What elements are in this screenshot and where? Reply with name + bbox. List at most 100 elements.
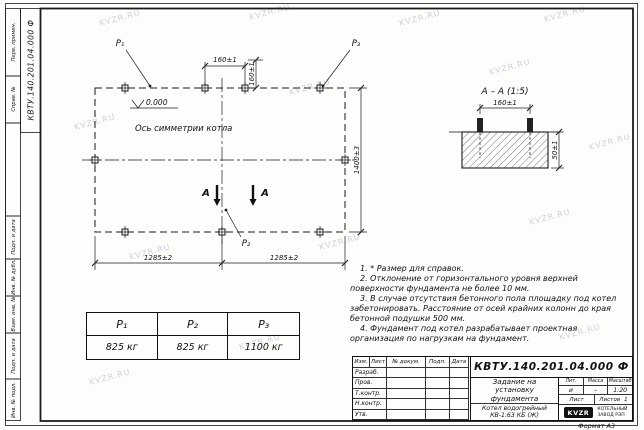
load-table-header-p2: P₂ <box>157 313 229 336</box>
title-block: Изм. Лист № докум. Подп. Дата Разраб. Пр… <box>352 356 633 421</box>
note-item: 1. * Размер для справок. <box>360 264 464 273</box>
margin-doc-number-box <box>20 8 41 133</box>
sheets-cell: Листов 1 <box>595 395 632 404</box>
load-table-header-p3: P₃ <box>228 313 299 336</box>
load-table-header-p1: P₁ <box>87 313 158 336</box>
margin-stamp-label: Инв. № дубл. <box>11 259 17 295</box>
section-cut-marks: А А <box>201 185 269 206</box>
load-table-value-p3: 1100 кг <box>244 342 283 353</box>
anchor-bolt-right <box>527 118 533 132</box>
company-name: КОТЕЛЬНЫЙ ЗАВОД РЭП <box>597 407 628 418</box>
document-title: Задание на установку фундамента <box>471 378 558 404</box>
elevation-value: 0.000 <box>146 98 168 107</box>
plan-right-dimension: 1400±3 <box>349 84 367 236</box>
titleblock-empty-cell <box>426 409 450 420</box>
titleblock-empty-cell <box>426 378 450 389</box>
titleblock-empty-cell <box>450 409 469 420</box>
titleblock-col-docnum: № докум. <box>387 357 426 368</box>
dim-span-left: 1285±2 <box>144 254 173 262</box>
watermark-text: KVZR.RU <box>248 2 291 22</box>
note-item: 2. Отклонение от горизонтального уровня … <box>350 274 578 293</box>
dim-bolt-horizontal: 160±1 <box>213 56 237 64</box>
product-name: Котел водогрейный КВ-1.63 КБ (Ж) <box>482 404 547 419</box>
section-a-a-detail: А – А (1:5) 160±1 50±1 <box>449 87 564 172</box>
load-point-labels: P₁ P₃ P₂ <box>116 39 361 249</box>
titleblock-empty-cell <box>387 367 426 378</box>
titleblock-col-podp: Подп. <box>426 357 450 368</box>
watermark-text: KVZR.RU <box>488 57 531 77</box>
load-values-table: P₁ P₂ P₃ 825 кг 825 кг 1100 кг <box>86 312 300 360</box>
titleblock-empty-cell <box>387 388 426 399</box>
titleblock-col-izm: Изм. <box>353 357 370 368</box>
watermark-text: KVZR.RU <box>318 232 361 252</box>
mass-label: Масса <box>583 378 609 386</box>
anchor-bolt-left <box>477 118 483 132</box>
section-title: А – А (1:5) <box>481 87 529 97</box>
margin-stamp-boxes: Перв. примен. Справ. № Подп. и дата Инв.… <box>5 8 41 421</box>
title-block-signature-grid: Изм. Лист № докум. Подп. Дата Разраб. Пр… <box>353 357 471 420</box>
note-item: 4. Фундамент под котел разрабатывает про… <box>350 324 578 343</box>
scale-value: 1:20 <box>608 386 633 395</box>
note-item: 3. В случае отсутствия бетонного пола пл… <box>350 294 617 323</box>
titleblock-empty-cell <box>426 399 450 410</box>
plan-top-dimensions: 160±1 160±1 <box>201 56 263 92</box>
watermark-text: KVZR.RU <box>398 8 441 28</box>
margin-stamp-label: Подп. и дата <box>11 338 17 373</box>
titleblock-empty-cell <box>426 367 450 378</box>
watermark-text: KVZR.RU <box>288 77 331 97</box>
lit-value: и <box>559 386 584 395</box>
drawing-frame <box>39 7 634 422</box>
scale-label: Масштаб <box>608 379 633 386</box>
titleblock-row-nkontr: Н.контр. <box>353 399 387 410</box>
plan-bottom-dimensions: 1285±2 1285±2 <box>91 236 349 270</box>
mass-value: – <box>583 386 609 395</box>
margin-stamp-label: Инв. № подл. <box>11 382 17 418</box>
technical-notes: 1. * Размер для справок. 2. Отклонение о… <box>350 264 632 344</box>
margin-stamp-label: Справ. № <box>11 86 17 111</box>
kvzr-logo-text: KVZR <box>567 408 590 417</box>
titleblock-row-prov: Пров. <box>353 378 387 389</box>
titleblock-empty-cell <box>450 399 469 410</box>
titleblock-empty-cell <box>387 378 426 389</box>
titleblock-row-razrab: Разраб. <box>353 367 387 378</box>
plan-p1-label: P₁ <box>116 39 125 49</box>
title-block-right: КВТУ.140.201.04.000 Ф Задание на установ… <box>471 357 633 420</box>
titleblock-empty-cell <box>387 409 426 420</box>
concrete-pad-section <box>461 131 549 169</box>
watermark-text: KVZR.RU <box>588 132 631 152</box>
margin-stamp-label: Взам. инв. № <box>11 296 17 331</box>
titleblock-empty-cell <box>426 388 450 399</box>
titleblock-empty-cell <box>450 367 469 378</box>
margin-doc-number: КВТУ.140.201.04.000 Ф <box>27 19 36 120</box>
titleblock-empty-cell <box>450 378 469 389</box>
dim-span-right: 1285±2 <box>270 254 299 262</box>
titleblock-empty-cell <box>450 388 469 399</box>
watermark-text: KVZR.RU <box>528 207 571 227</box>
dim-depth: 1400±3 <box>353 146 361 174</box>
kvzr-logo: KVZR <box>563 407 594 418</box>
margin-stamp-label: Подп. и дата <box>11 219 17 254</box>
sheet-label: Лист <box>559 395 595 404</box>
elevation-mark: 0.000 <box>130 98 178 109</box>
section-letter-left: А <box>201 188 210 199</box>
titleblock-col-data: Дата <box>450 357 469 368</box>
dim-section-bolts: 160±1 <box>493 99 517 107</box>
format-label: Формат А3 <box>578 421 616 430</box>
titleblock-row-tkontr: Т.контр. <box>353 388 387 399</box>
dim-section-height: 50±1 <box>551 140 559 159</box>
section-bolt-dimension: 160±1 <box>476 99 534 114</box>
titleblock-col-list: Лист <box>370 357 387 368</box>
sheets-label: Листов <box>599 396 621 403</box>
load-table-value-p1: 825 кг <box>87 336 158 359</box>
plan-p2-label: P₂ <box>242 239 251 249</box>
section-letter-right: А <box>260 188 269 199</box>
margin-stamp-label: Перв. примен. <box>11 23 17 62</box>
document-number: КВТУ.140.201.04.000 Ф <box>471 357 632 378</box>
watermark-text: KVZR.RU <box>543 4 586 24</box>
section-height-dimension: 50±1 <box>551 128 564 172</box>
lit-label: Лит. <box>559 378 584 386</box>
plan-p3-label: P₃ <box>352 39 361 49</box>
watermark-text: KVZR.RU <box>88 367 131 387</box>
